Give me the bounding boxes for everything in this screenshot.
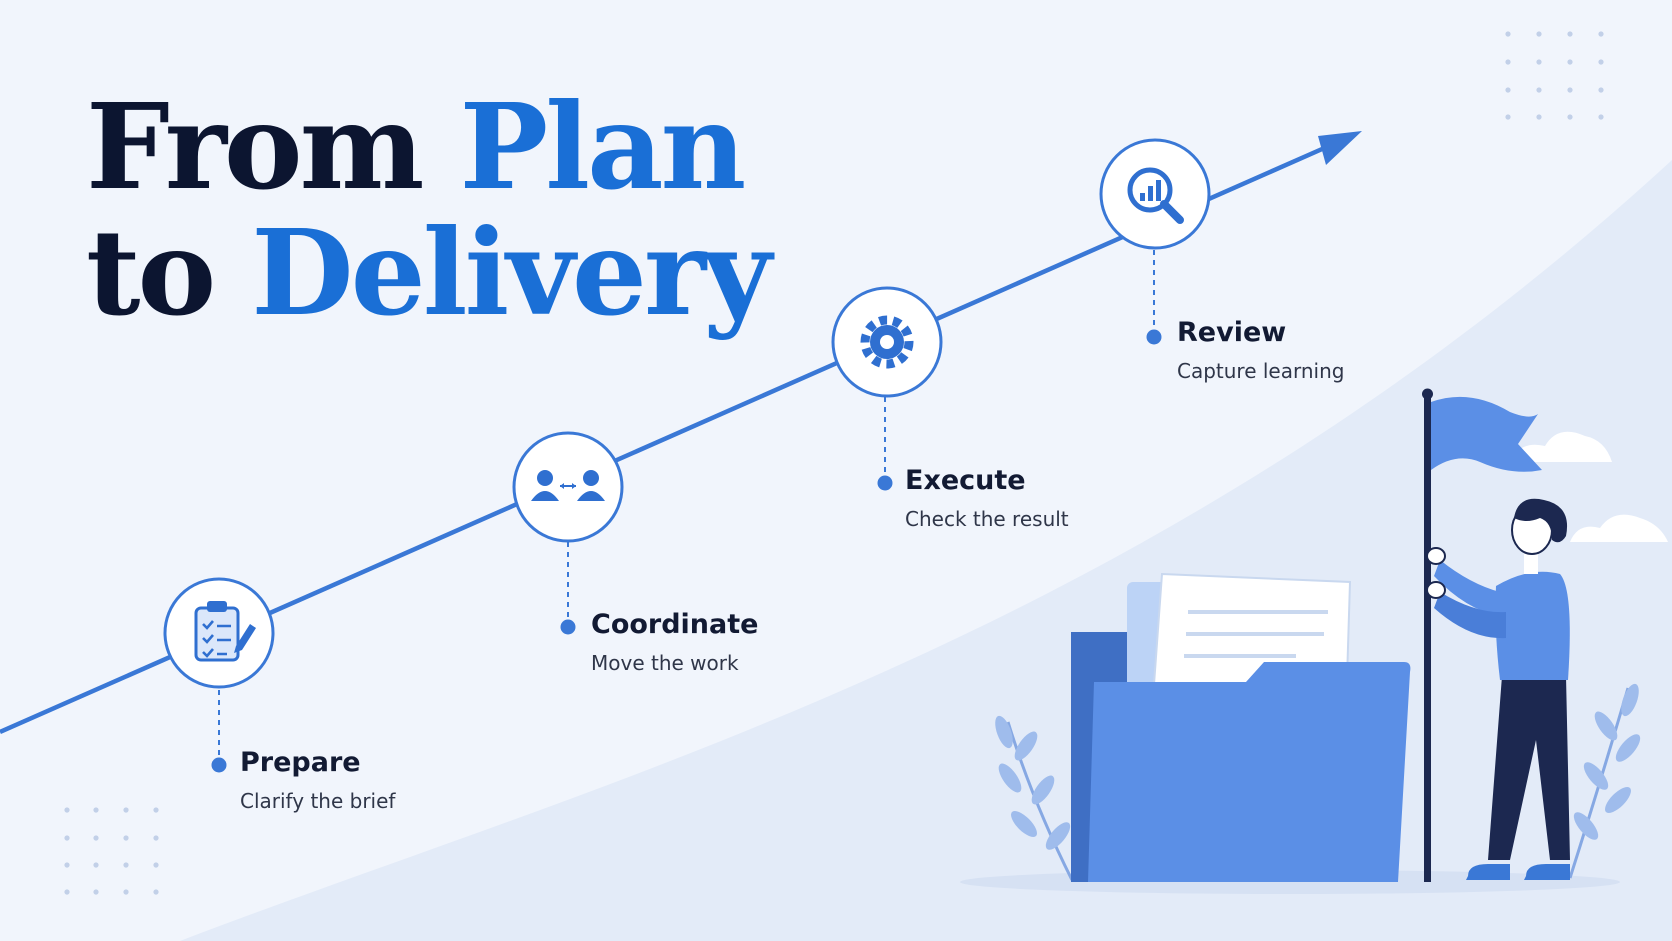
step-coordinate: Coordinate Move the work — [591, 609, 758, 675]
title-accent-plan: Plan — [459, 77, 747, 216]
title-plain-to: to — [86, 203, 252, 342]
flag-illustration — [1422, 388, 1542, 882]
people-exchange-icon — [531, 470, 605, 501]
plant-left — [995, 715, 1074, 881]
dot-grid-top-right — [1505, 31, 1604, 120]
step-subtitle: Check the result — [905, 507, 1069, 531]
step-title: Review — [1177, 317, 1287, 348]
step-circle-coordinate — [512, 431, 624, 543]
step-subtitle: Clarify the brief — [240, 789, 396, 813]
clipboard-checklist-icon — [194, 601, 256, 662]
title-accent-delivery: Delivery — [251, 203, 771, 342]
cloud-shape — [1510, 431, 1612, 462]
step-title: Coordinate — [591, 609, 759, 640]
step-subtitle: Move the work — [591, 651, 739, 675]
step-subtitle: Capture learning — [1177, 359, 1345, 383]
folder-illustration — [1071, 572, 1411, 882]
gear-icon — [860, 315, 914, 369]
step-dots — [211, 329, 1162, 773]
page-title: From Plan to Delivery — [86, 84, 772, 336]
step-execute: Execute Check the result — [905, 465, 1069, 531]
arrow-head — [1318, 131, 1362, 165]
person-illustration — [1426, 498, 1570, 880]
magnifier-chart-icon — [1127, 167, 1184, 224]
step-circle-review — [1099, 138, 1211, 250]
title-plain-from: From — [86, 77, 460, 216]
step-prepare: Prepare Clarify the brief — [240, 747, 395, 813]
step-title: Execute — [905, 465, 1026, 496]
step-circle-execute — [831, 286, 943, 398]
step-review: Review Capture learning — [1177, 317, 1344, 383]
step-connectors — [218, 250, 1155, 760]
dot-grid-bottom-left — [64, 807, 159, 895]
cloud-shape — [1570, 514, 1668, 542]
plant-right — [1568, 683, 1641, 879]
step-circle-prepare — [163, 577, 275, 689]
step-title: Prepare — [240, 747, 361, 778]
